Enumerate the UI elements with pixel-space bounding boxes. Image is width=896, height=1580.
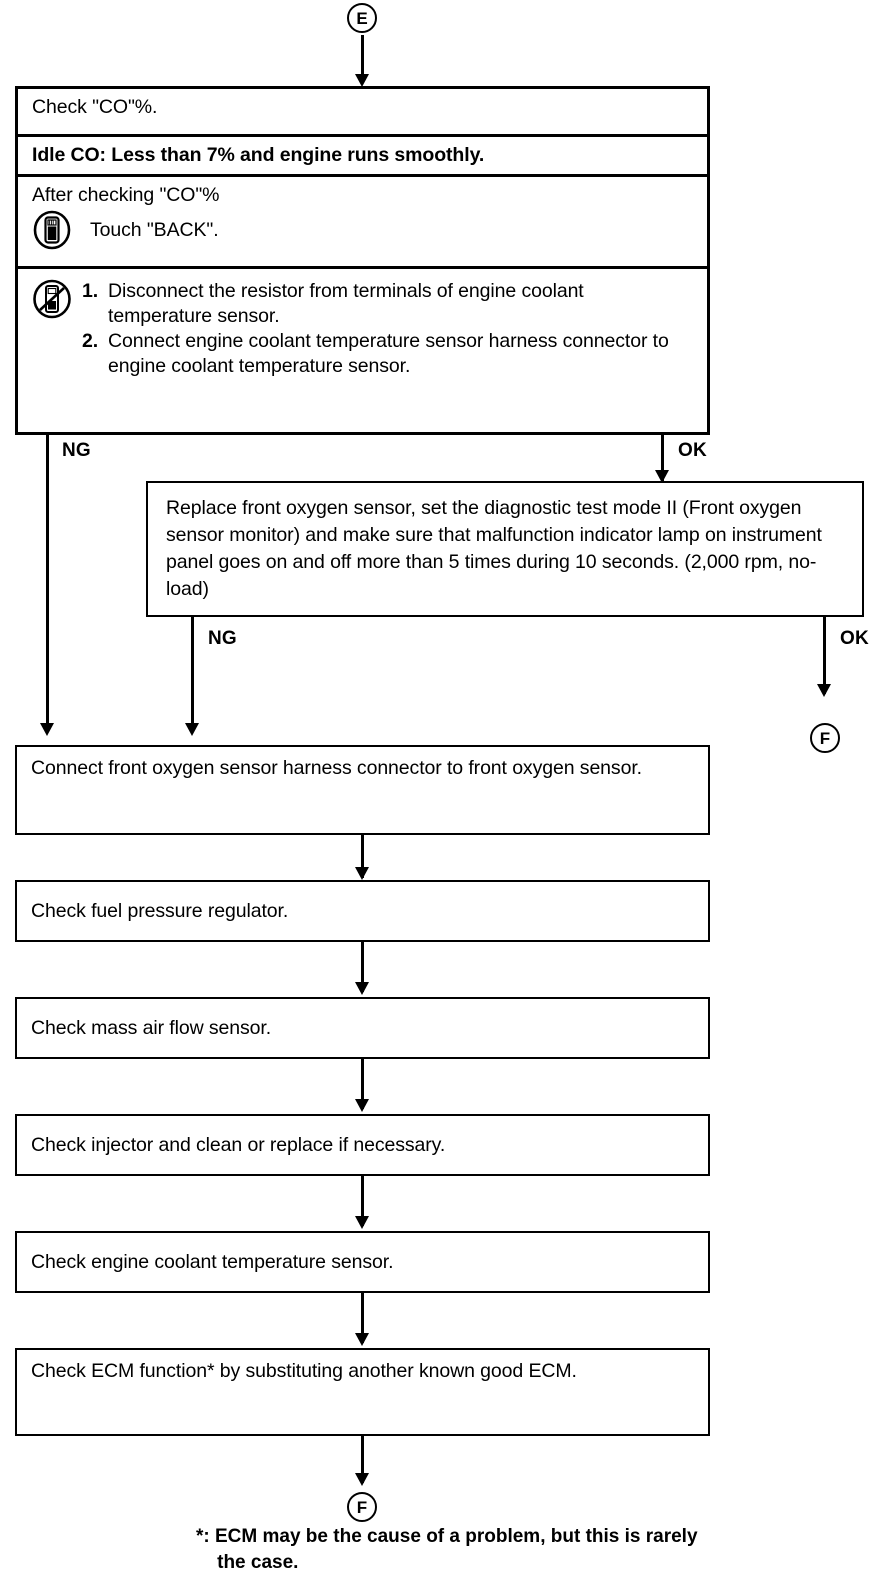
connect-o2-sensor-box: Connect front oxygen sensor harness conn… [15, 745, 710, 835]
arrowhead-ok2 [817, 684, 831, 697]
edge-label-ng2: NG [208, 628, 237, 649]
check-ect-text: Check engine coolant temperature sensor. [31, 1250, 394, 1273]
check-injector-box: Check injector and clean or replace if n… [15, 1114, 710, 1176]
line-ok1 [661, 435, 664, 483]
co-check-after-text: After checking "CO"% [32, 184, 220, 206]
edge-label-ok2: OK [840, 628, 869, 649]
edge-label-ng1: NG [62, 440, 91, 461]
connector-f-bottom-label: F [356, 1497, 368, 1517]
connector-e-label: E [356, 8, 368, 28]
scan-tool-icon [32, 210, 72, 250]
line-injector-to-ect [361, 1176, 364, 1226]
check-ecm-text: Check ECM function* by substituting anot… [31, 1360, 577, 1382]
check-fuel-pressure-box: Check fuel pressure regulator. [15, 880, 710, 942]
connector-f-right-label: F [819, 728, 831, 748]
connector-f-bottom: F [347, 1492, 377, 1522]
connect-o2-sensor-text: Connect front oxygen sensor harness conn… [31, 757, 642, 779]
arrowhead-maf-to-injector [355, 1099, 369, 1112]
instruction-item: 1. Disconnect the resistor from terminal… [82, 279, 682, 329]
co-check-row-spec: Idle CO: Less than 7% and engine runs sm… [18, 134, 707, 174]
instruction-text: Disconnect the resistor from terminals o… [108, 280, 589, 327]
replace-o2-sensor-text: Replace front oxygen sensor, set the dia… [166, 497, 828, 600]
instruction-number: 1. [82, 280, 99, 302]
instruction-number: 2. [82, 330, 99, 352]
instruction-text: Connect engine coolant temperature senso… [108, 330, 675, 377]
co-check-spec-text: Idle CO: Less than 7% and engine runs sm… [32, 144, 485, 166]
arrowhead-ok1 [655, 470, 669, 483]
arrowhead-connect-to-fuel [355, 867, 369, 880]
arrowhead-ect-to-ecm [355, 1333, 369, 1346]
arrowhead-ecm-to-f [355, 1473, 369, 1486]
line-e-to-co-box [361, 35, 364, 83]
arrowhead-injector-to-ect [355, 1216, 369, 1229]
arrowhead-ng2 [185, 723, 199, 736]
no-scan-tool-icon [32, 279, 72, 319]
check-maf-box: Check mass air flow sensor. [15, 997, 710, 1059]
arrowhead-e-to-co-box [355, 74, 369, 87]
line-maf-to-injector [361, 1059, 364, 1109]
co-check-row-title: Check "CO"%. [18, 89, 707, 134]
check-ect-box: Check engine coolant temperature sensor. [15, 1231, 710, 1293]
footnote-text: *: ECM may be the cause of a problem, bu… [196, 1526, 698, 1573]
line-fuel-to-maf [361, 942, 364, 992]
check-injector-text: Check injector and clean or replace if n… [31, 1133, 446, 1156]
connector-f-right: F [810, 723, 840, 753]
arrowhead-fuel-to-maf [355, 982, 369, 995]
instruction-item: 2. Connect engine coolant temperature se… [82, 329, 682, 379]
co-check-row-after: After checking "CO"% Touch "BACK". [18, 174, 707, 266]
connector-e-top: E [347, 3, 377, 33]
co-check-box: Check "CO"%. Idle CO: Less than 7% and e… [15, 86, 710, 435]
line-ecm-to-f [361, 1436, 364, 1483]
co-check-title-text: Check "CO"%. [32, 96, 158, 118]
check-fuel-pressure-text: Check fuel pressure regulator. [31, 899, 289, 922]
arrowhead-ng1 [40, 723, 54, 736]
check-ecm-box: Check ECM function* by substituting anot… [15, 1348, 710, 1436]
co-check-row-instructions: 1. Disconnect the resistor from terminal… [18, 266, 707, 434]
line-ect-to-ecm [361, 1293, 364, 1343]
replace-o2-sensor-box: Replace front oxygen sensor, set the dia… [146, 481, 864, 617]
check-maf-text: Check mass air flow sensor. [31, 1016, 272, 1039]
co-check-touch-back-text: Touch "BACK". [90, 218, 219, 241]
line-connect-to-fuel [361, 835, 364, 878]
edge-label-ok1: OK [678, 440, 707, 461]
line-ok2 [823, 617, 826, 694]
line-ng1 [46, 435, 49, 732]
line-ng2 [191, 617, 194, 732]
